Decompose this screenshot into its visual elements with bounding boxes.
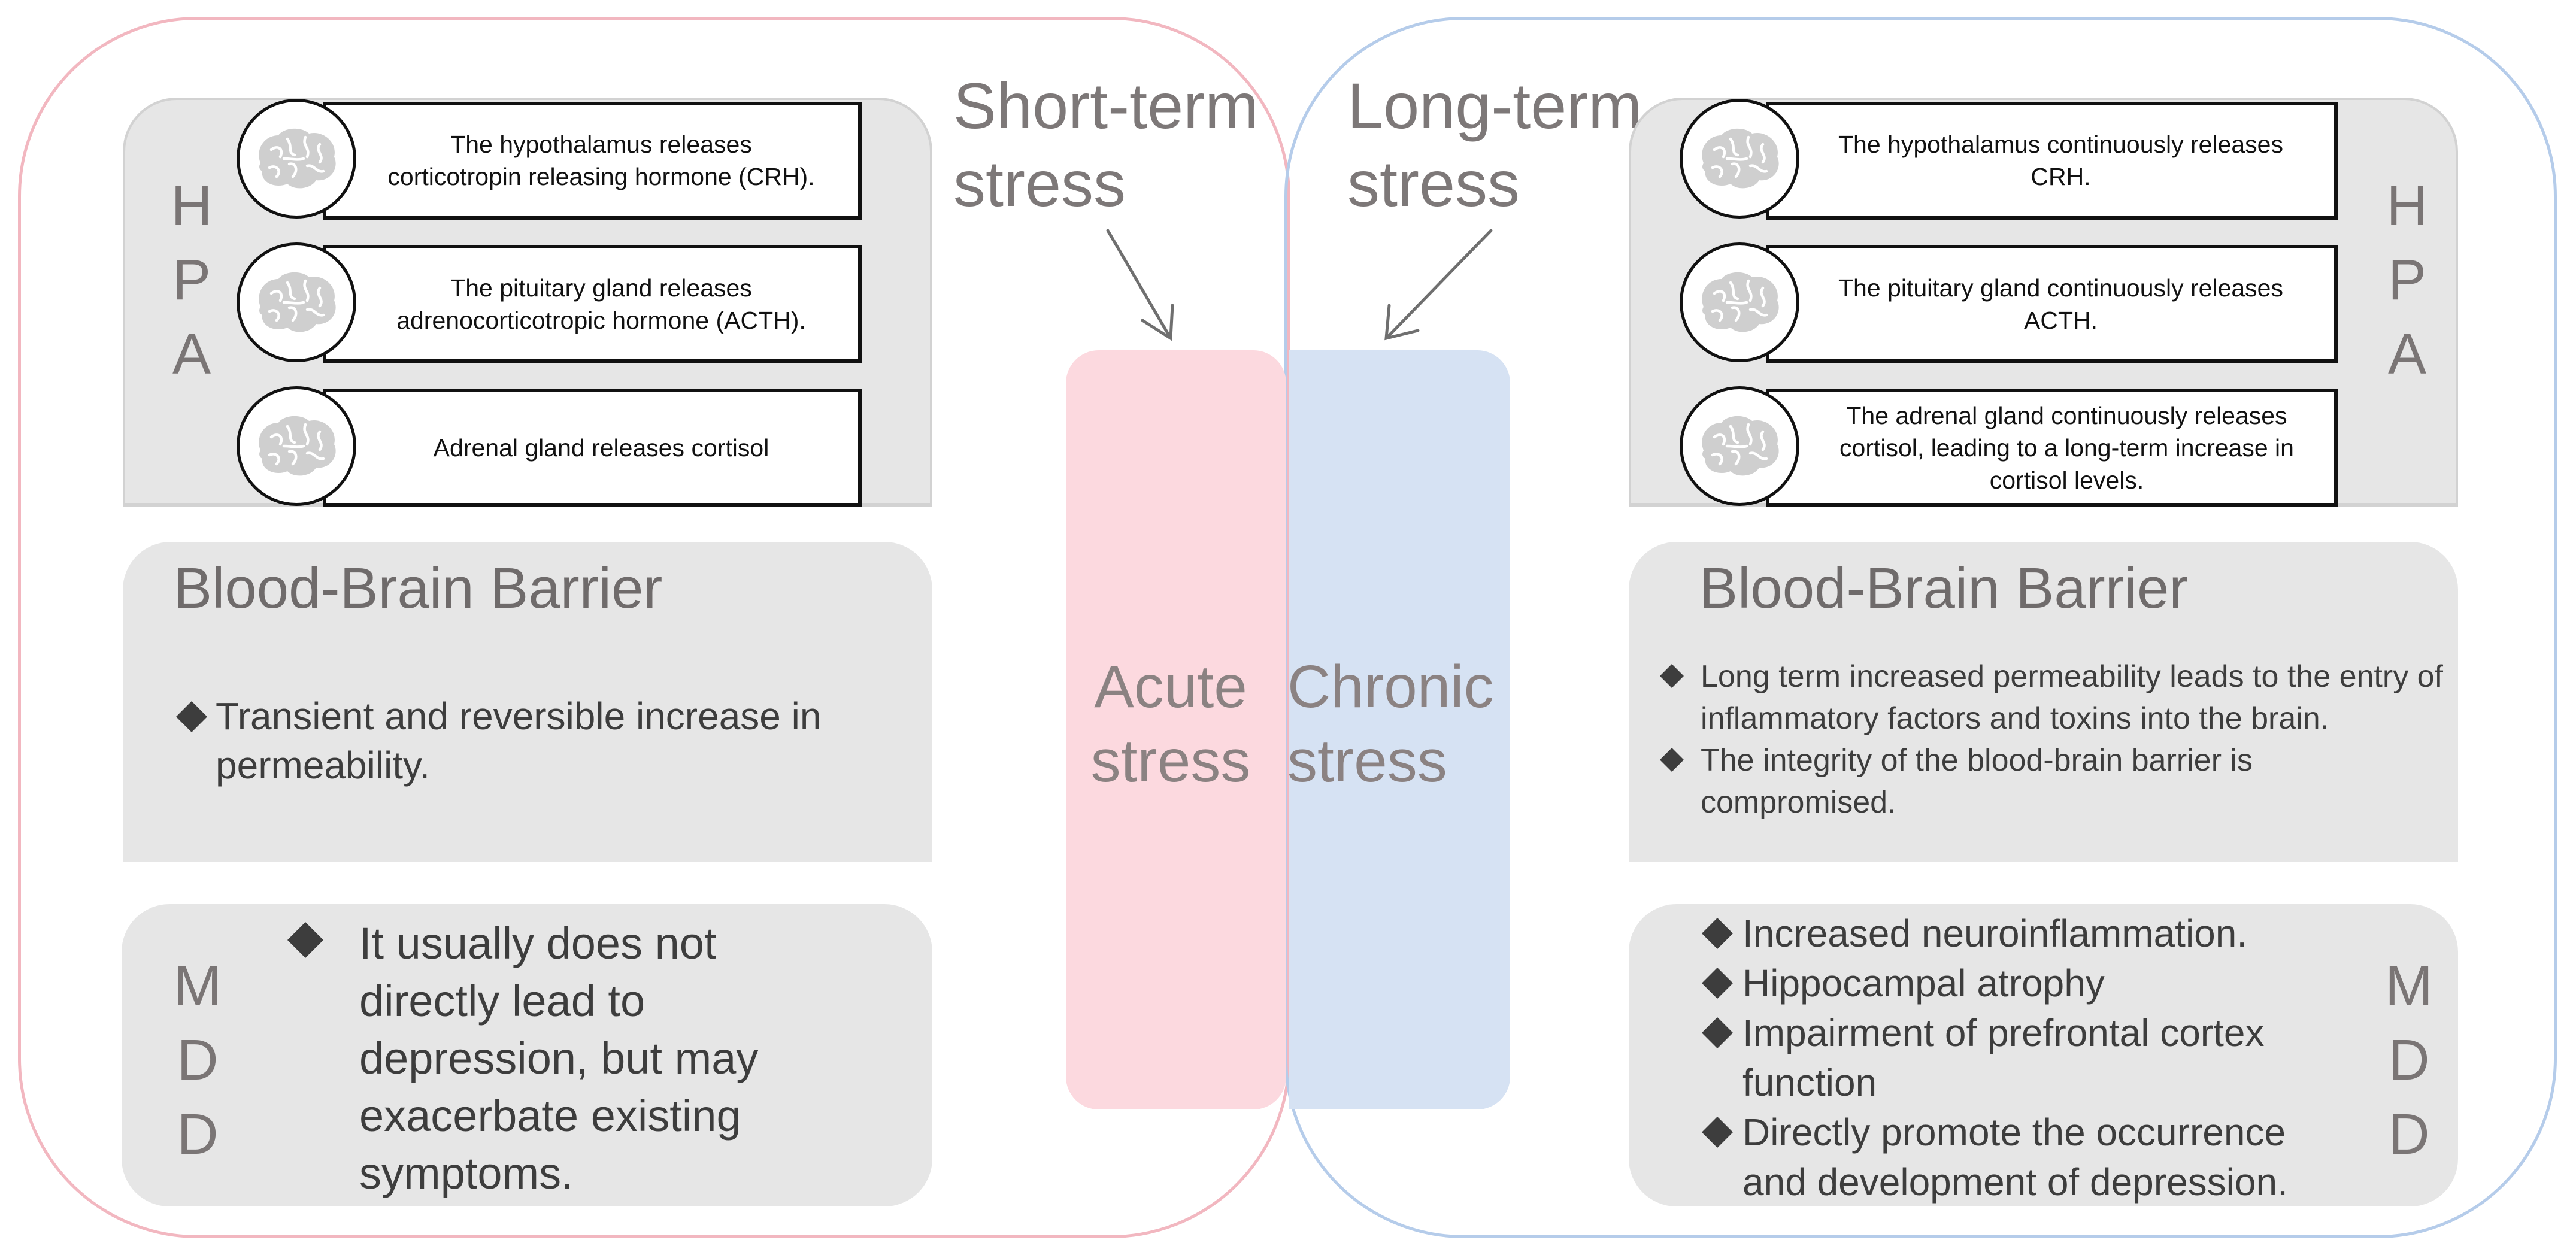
left-bbb-bullet: Transient and reversible increase in per… (174, 692, 904, 790)
acute-stress-label: Acute stress (1090, 653, 1251, 795)
right-mdd-bullet: Impairment of prefrontal cortex function (1695, 1008, 2359, 1108)
left-bbb-title: Blood-Brain Barrier (174, 556, 663, 620)
right-bbb-title: Blood-Brain Barrier (1699, 556, 2189, 620)
right-mdd-letters: M D D (2370, 949, 2448, 1172)
left-hpa-letters: H P A (153, 169, 231, 392)
mdd-letter-d: D (177, 1102, 219, 1166)
mdd-letter-d: D (2388, 1028, 2430, 1092)
diamond-bullet-icon (1660, 748, 1684, 772)
left-mdd-bullet: It usually does not directly lead to dep… (281, 915, 820, 1202)
diamond-bullet-icon (1702, 918, 1733, 949)
right-hpa-step-1: The hypothalamus continuously releases C… (1766, 102, 2338, 220)
hpa-letter-a: A (172, 322, 211, 386)
hpa-letter-h: H (2386, 174, 2428, 238)
brain-icon (1680, 386, 1799, 506)
left-hpa-step-3: Adrenal gland releases cortisol (323, 389, 862, 507)
diamond-bullet-icon (1660, 664, 1684, 688)
hpa-letter-p: P (172, 248, 211, 312)
brain-icon (237, 242, 356, 362)
right-bbb-bullet: The integrity of the blood-brain barrier… (1653, 739, 2443, 823)
mdd-letter-d: D (2388, 1102, 2430, 1166)
arrow-icon (1384, 229, 1493, 341)
brain-icon (237, 99, 356, 219)
right-mdd-bullet: Directly promote the occurrence and deve… (1695, 1108, 2359, 1207)
left-hpa-step-1: The hypothalamus releases corticotropin … (323, 102, 862, 220)
diamond-bullet-icon (1702, 1117, 1733, 1148)
right-bbb-bullets: Long term increased permeability leads t… (1653, 656, 2443, 823)
right-bbb-bullet: Long term increased permeability leads t… (1653, 656, 2443, 739)
mdd-letter-d: D (177, 1028, 219, 1092)
right-mdd-bullet: Hippocampal atrophy (1695, 959, 2359, 1008)
right-hpa-letters: H P A (2368, 169, 2446, 392)
arrow-icon (1106, 229, 1174, 341)
left-hpa-step-2: The pituitary gland releases adrenocorti… (323, 245, 862, 363)
right-mdd-bullets: Increased neuroinflammation. Hippocampal… (1695, 909, 2359, 1207)
left-mdd-letters: M D D (159, 949, 237, 1172)
left-bbb-panel (123, 542, 932, 862)
chronic-stress-pill (1289, 350, 1510, 1109)
brain-icon (237, 386, 356, 506)
left-mdd-panel (122, 904, 932, 1206)
mdd-letter-m: M (174, 954, 222, 1018)
diamond-bullet-icon (1702, 968, 1733, 999)
diamond-bullet-icon (176, 701, 207, 732)
right-hpa-step-2: The pituitary gland continuously release… (1766, 245, 2338, 363)
hpa-letter-p: P (2387, 248, 2427, 312)
diamond-bullet-icon (1702, 1017, 1733, 1048)
hpa-letter-h: H (171, 174, 213, 238)
short-term-stress-label: Short-term stress (953, 69, 1259, 220)
brain-icon (1680, 99, 1799, 219)
chronic-stress-label: Chronic stress (1287, 653, 1494, 795)
long-term-stress-label: Long-term stress (1347, 69, 1642, 220)
right-mdd-panel (1629, 904, 2458, 1206)
acute-stress-pill (1066, 350, 1286, 1109)
right-hpa-step-3: The adrenal gland continuously releases … (1766, 389, 2338, 507)
hpa-letter-a: A (2387, 322, 2427, 386)
right-bbb-panel (1629, 542, 2458, 862)
mdd-letter-m: M (2385, 954, 2433, 1018)
diamond-bullet-icon (287, 922, 323, 958)
right-mdd-bullet: Increased neuroinflammation. (1695, 909, 2359, 959)
brain-icon (1680, 242, 1799, 362)
stress-arrows (1106, 229, 1493, 341)
